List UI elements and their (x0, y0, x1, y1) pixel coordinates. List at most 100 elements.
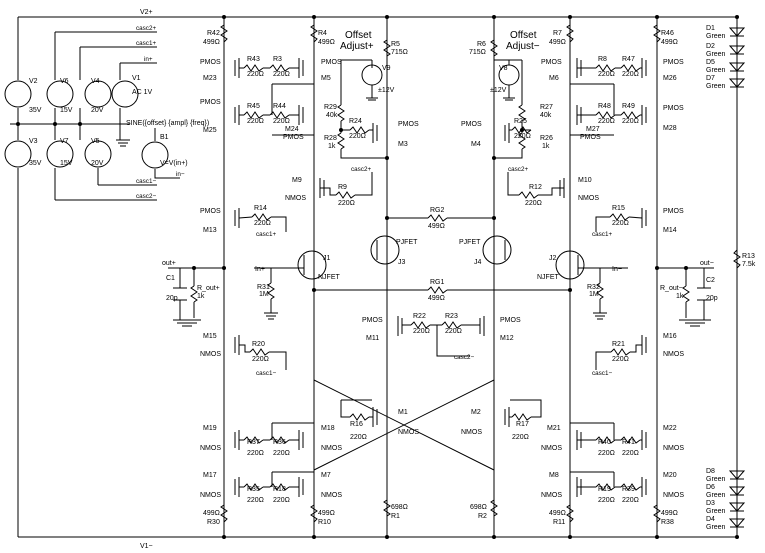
v1-value: AC 1V (132, 89, 153, 96)
r29-value: 40k (326, 112, 338, 119)
m17-ref: M17 (203, 472, 217, 479)
r16-value: 220Ω (350, 434, 367, 441)
r11-ref: R11 (553, 519, 565, 526)
m5-ref: M5 (321, 75, 331, 82)
rout-plus-value: 1k (197, 293, 205, 300)
r40-ref: R40 (598, 439, 611, 446)
m21-ref: M21 (547, 425, 561, 432)
m21-type: NMOS (541, 445, 562, 452)
r28-ref: R28 (324, 135, 337, 142)
m11-type: PMOS (362, 317, 383, 324)
v7-value: 15V (60, 160, 73, 167)
d3-ref: D3 (706, 500, 715, 507)
r24-ref: R24 (349, 118, 362, 125)
r7-value: 499Ω (549, 39, 566, 46)
in-plus-label: In+ (255, 266, 265, 273)
outm-label: out− (700, 260, 714, 267)
offset-plus-title-1: Offset (345, 30, 372, 41)
r13-ref: R13 (742, 253, 755, 260)
v2-ref: V2 (29, 78, 38, 85)
m14-ref: M14 (663, 227, 677, 234)
m3-type: PMOS (398, 121, 419, 128)
m13-ref: M13 (203, 227, 217, 234)
supply-wiring (10, 17, 160, 537)
offset-sources (361, 60, 520, 101)
inm-label: in− (176, 171, 185, 178)
r27-ref: R27 (540, 104, 553, 111)
m24-ref: M24 (285, 126, 299, 133)
r2-ref: R2 (478, 513, 487, 520)
r46-value: 499Ω (661, 39, 678, 46)
r49-ref: R49 (622, 103, 635, 110)
r48-value: 220Ω (598, 118, 615, 125)
r15-value: 220Ω (612, 220, 629, 227)
r7-ref: R7 (553, 30, 562, 37)
r6-value: 715Ω (469, 49, 486, 56)
m26-type: PMOS (663, 59, 684, 66)
source-circles (4, 80, 169, 169)
r31-value: 1M (259, 291, 269, 298)
v7-ref: V7 (60, 138, 69, 145)
m25-ref: M25 (203, 127, 217, 134)
rg2-ref: RG2 (430, 207, 445, 214)
r26-ref: R26 (540, 135, 553, 142)
m28-type: PMOS (663, 105, 684, 112)
m22-type: NMOS (663, 445, 684, 452)
m20-ref: M20 (663, 472, 677, 479)
m11-ref: M11 (366, 335, 379, 342)
r45-ref: R45 (247, 103, 260, 110)
labels: R42 499Ω R4 499Ω R5 715Ω R6 715Ω R7 499Ω… (162, 30, 718, 526)
m17-type: NMOS (200, 492, 221, 499)
r4-ref: R4 (318, 30, 327, 37)
rg1-value: 499Ω (428, 295, 445, 302)
in-minus-label: In− (612, 266, 622, 273)
m15-type: NMOS (200, 351, 221, 358)
r42-ref: R42 (207, 30, 220, 37)
r24-value: 220Ω (349, 133, 366, 140)
r15-ref: R15 (612, 205, 625, 212)
resistors (190, 24, 690, 523)
v9-ref: V9 (382, 65, 391, 72)
casc2p-tag-right: casc2+ (508, 166, 528, 173)
r32-value: 1M (589, 291, 599, 298)
m12-ref: M12 (500, 335, 514, 342)
v6-ref: V6 (60, 78, 69, 85)
misc-labels: casc1+ casc1+ casc1− casc1− casc2+ casc2… (256, 166, 612, 377)
d5-value: Green (706, 67, 726, 74)
m7-ref: M7 (321, 472, 331, 479)
r47-ref: R47 (622, 56, 635, 63)
r43-value: 220Ω (247, 71, 264, 78)
v5-ref: V5 (91, 138, 100, 145)
r36-ref: R36 (273, 439, 286, 446)
r21-value: 220Ω (612, 356, 629, 363)
casc2m-tag: casc2− (454, 354, 474, 361)
r21-ref: R21 (612, 341, 625, 348)
d7-value: Green (706, 83, 726, 90)
r39-value: 220Ω (622, 497, 639, 504)
m26-ref: M26 (663, 75, 677, 82)
r17-ref: R17 (516, 421, 529, 428)
j1-ref: J1 (323, 255, 331, 262)
interconnect (168, 59, 714, 488)
offset-minus-title-1: Offset (510, 30, 537, 41)
m19-type: NMOS (200, 445, 221, 452)
r39-ref: R39 (622, 486, 635, 493)
r26-value: 1k (542, 143, 550, 150)
r30-ref: R30 (207, 519, 220, 526)
r38-value: 499Ω (661, 510, 678, 517)
m18-ref: M18 (321, 425, 335, 432)
v1-sine: SINE({offset} {ampl} {freq}) (126, 120, 209, 127)
r44-ref: R44 (273, 103, 286, 110)
m4-ref: M4 (471, 141, 481, 148)
m1-type: NMOS (398, 429, 419, 436)
r23-value: 220Ω (445, 328, 462, 335)
rails (18, 16, 738, 538)
m10-type: NMOS (578, 195, 599, 202)
r35-ref: R35 (247, 486, 260, 493)
r17-value: 220Ω (512, 434, 529, 441)
r43-ref: R43 (247, 56, 260, 63)
r12-ref: R12 (529, 184, 542, 191)
j2-type: NJFET (537, 274, 560, 281)
d3-value: Green (706, 508, 726, 515)
